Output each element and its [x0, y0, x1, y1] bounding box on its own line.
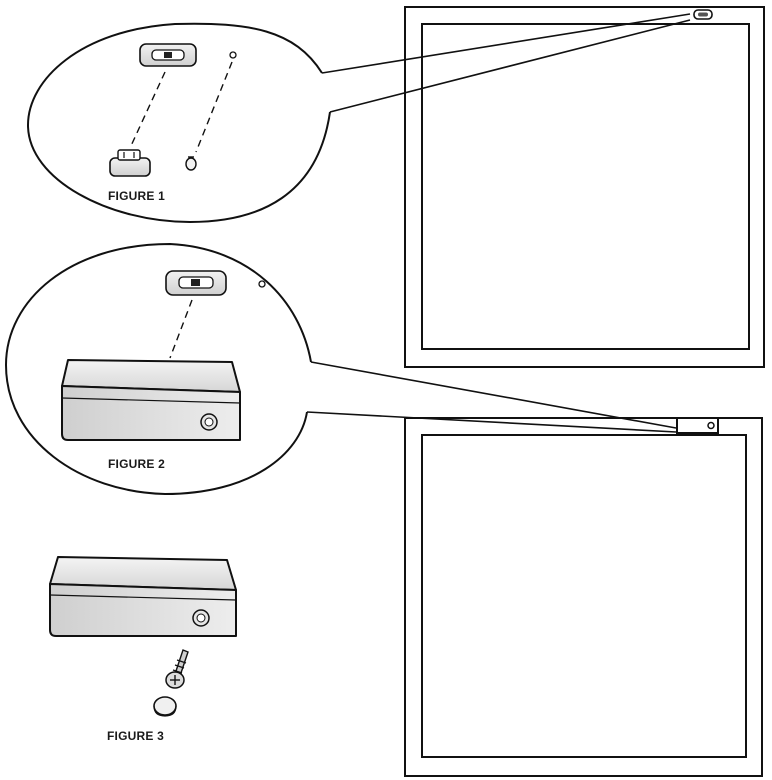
door-frame-bottom — [404, 417, 763, 777]
screw-cap-fig3 — [153, 696, 177, 717]
figure-3-label: FIGURE 3 — [107, 729, 164, 743]
catch-block-bottom — [676, 417, 719, 434]
callout-figure-2 — [4, 242, 677, 496]
door-frame-top — [404, 6, 765, 368]
callout-figure-1 — [26, 13, 691, 224]
screw-fig3 — [165, 649, 189, 689]
assembly-guide-line — [169, 299, 193, 359]
screw-hole-fig1 — [229, 51, 237, 59]
magnet-clip-fig1 — [109, 149, 151, 177]
figure-1-label: FIGURE 1 — [108, 189, 165, 203]
screw-hole-fig2 — [258, 280, 266, 288]
assembly-guide-line — [195, 61, 233, 153]
pin-fig1 — [185, 156, 197, 171]
assembly-guide-line — [129, 71, 166, 149]
magnet-holder-fig1 — [139, 43, 197, 67]
catch-block-fig3 — [49, 556, 237, 637]
catch-block-fig2 — [61, 359, 241, 441]
figure-2-label: FIGURE 2 — [108, 457, 165, 471]
magnet-holder-fig2 — [165, 270, 227, 296]
catch-slot-top — [693, 9, 713, 20]
